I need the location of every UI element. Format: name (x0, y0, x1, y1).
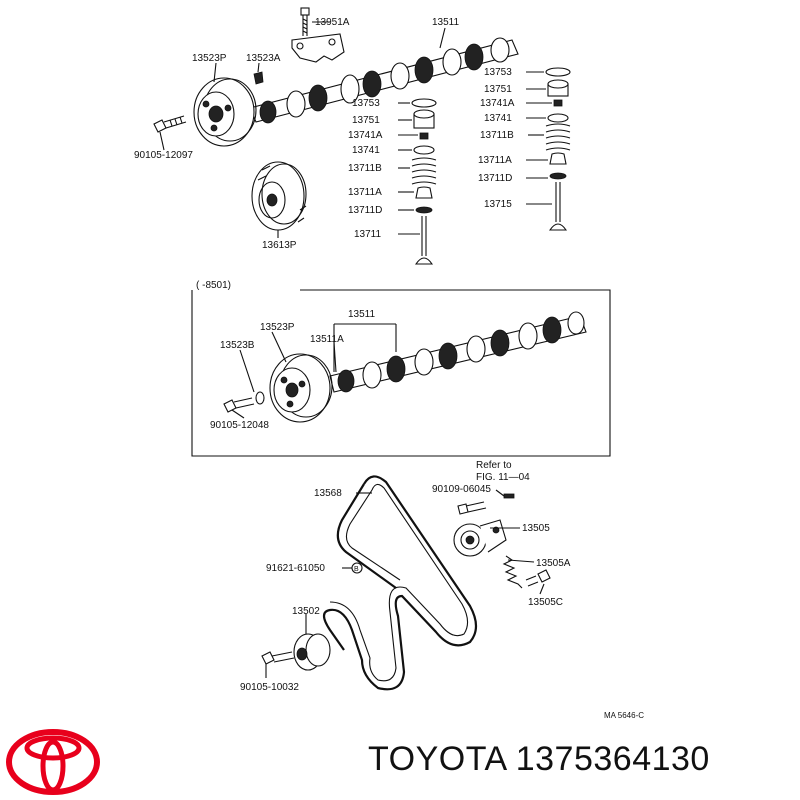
inset-box-8501: ( -8501) (191, 280, 611, 457)
cam-pulley-13523P-inset (269, 353, 333, 423)
bolt-13505C (525, 569, 551, 587)
label-13505: 13505 (522, 523, 550, 534)
label-right-13711D: 13711D (478, 173, 512, 184)
label-13951A: 13951A (315, 17, 350, 28)
label-13523P-inset: 13523P (260, 322, 295, 333)
label-mid-13711D: 13711D (348, 205, 382, 216)
label-right-13715: 13715 (484, 199, 512, 210)
label-90109-06045: 90109-06045 (432, 484, 491, 495)
label-right-13751: 13751 (484, 84, 512, 95)
label-refer-1: Refer to (476, 460, 512, 471)
label-right-13753: 13753 (484, 67, 512, 78)
spring-13505A (502, 555, 523, 589)
label-13505C: 13505C (528, 597, 563, 608)
label-90105-12097: 90105-12097 (134, 150, 193, 161)
bolt-13951A (300, 7, 310, 36)
camshaft-cap (291, 33, 345, 63)
label-right-13741A: 13741A (480, 98, 515, 109)
leader-lines-top (159, 21, 552, 238)
washer-13523B (255, 391, 265, 405)
pulley-13613P (251, 161, 307, 231)
label-13523A: 13523A (246, 53, 281, 64)
bolt-90105-12048 (223, 397, 255, 413)
label-refer-2: FIG. 11—04 (476, 472, 530, 483)
timing-belt-section: B 13568 Refer to FIG. 11—04 90109-06045 … (240, 460, 644, 720)
label-13511A: 13511A (310, 334, 344, 345)
label-13511-top: 13511 (432, 17, 460, 28)
label-13568: 13568 (314, 488, 342, 499)
label-90105-10032: 90105-10032 (240, 682, 299, 693)
label-mid-13741A: 13741A (348, 130, 383, 141)
idler-13502 (293, 633, 331, 671)
label-right-13711A: 13711A (478, 155, 512, 166)
tensioner-13505 (453, 519, 507, 557)
knock-pin-13523A (253, 71, 264, 85)
top-camshaft-assembly: 13951A 13511 13523P 13523A 90105-12097 1… (134, 7, 571, 265)
label-13505A: 13505A (536, 558, 571, 569)
label-right-13711B: 13711B (480, 130, 514, 141)
svg-text:B: B (354, 566, 359, 573)
label-mid-13711B: 13711B (348, 163, 382, 174)
camshaft-13511-inset (329, 311, 587, 393)
label-13613P: 13613P (262, 240, 297, 251)
camshaft-13511-top (249, 37, 519, 124)
label-13502: 13502 (292, 606, 320, 617)
label-mid-13711: 13711 (354, 229, 382, 240)
bolt-90109-06045 (457, 493, 515, 515)
washer-b-icon: B (351, 562, 363, 574)
label-range: ( -8501) (196, 280, 231, 291)
label-mid-13741: 13741 (352, 145, 380, 156)
label-right-13741: 13741 (484, 113, 512, 124)
leader-lines-belt (265, 489, 545, 678)
label-91621-61050: 91621-61050 (266, 563, 325, 574)
bolt-90105-10032 (261, 651, 295, 665)
label-figure-code: MA 5646-C (604, 711, 644, 720)
cam-pulley-13523P-top (193, 77, 257, 147)
label-13511-inset: 13511 (348, 309, 376, 320)
footer-title: TOYOTA 1375364130 (368, 740, 710, 779)
label-mid-13751: 13751 (352, 115, 380, 126)
timing-belt-13568 (322, 475, 478, 691)
label-13523P-top: 13523P (192, 53, 227, 64)
label-mid-13711A: 13711A (348, 187, 382, 198)
bolt-90105-12097 (153, 115, 187, 133)
label-90105-12048: 90105-12048 (210, 420, 269, 431)
label-mid-13753: 13753 (352, 98, 380, 109)
valve-train-middle (411, 98, 437, 265)
toyota-logo-icon (6, 729, 100, 795)
part-number: 1375364130 (515, 740, 710, 778)
leader-lines-inset (231, 323, 397, 419)
label-13523B: 13523B (220, 340, 255, 351)
valve-train-right (545, 67, 571, 231)
brand-name: TOYOTA (368, 740, 506, 778)
